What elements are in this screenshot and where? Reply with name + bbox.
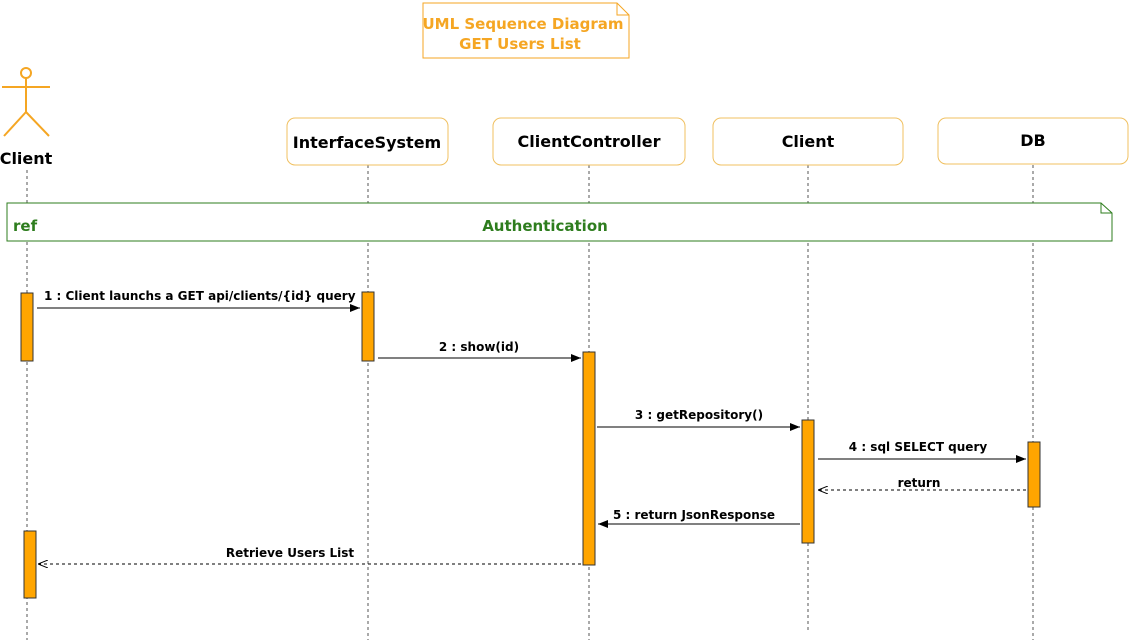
actor-head-icon (20, 67, 32, 79)
message-return[interactable]: return (818, 476, 1026, 490)
participant-clientcontroller-label: ClientController (518, 132, 661, 151)
participant-db-label: DB (1020, 131, 1045, 150)
actor-client[interactable] (2, 67, 50, 137)
message-5-label: 5 : return JsonResponse (613, 508, 775, 522)
activation-bars (20, 291, 1041, 599)
message-3[interactable]: 3 : getRepository() (597, 408, 800, 431)
message-2[interactable]: 2 : show(id) (378, 340, 581, 362)
participant-client[interactable]: Client (712, 117, 904, 166)
activation-db (1027, 441, 1041, 508)
ref-fragment-authentication[interactable]: ref Authentication (6, 202, 1113, 242)
activation-clientcontroller (582, 351, 596, 566)
diagram-title-line1: UML Sequence Diagram (422, 15, 623, 33)
ref-fragment-operator: ref (13, 217, 38, 235)
message-retrieve[interactable]: Retrieve Users List (38, 546, 581, 564)
message-1-label: 1 : Client launchs a GET api/clients/{id… (44, 289, 356, 303)
actor-client-label: Client (0, 149, 53, 168)
participant-client-label: Client (782, 132, 835, 151)
diagram-title-line2: GET Users List (459, 35, 581, 53)
message-3-label: 3 : getRepository() (635, 408, 763, 422)
message-1[interactable]: 1 : Client launchs a GET api/clients/{id… (37, 289, 360, 312)
participant-clientcontroller[interactable]: ClientController (492, 117, 686, 166)
participant-db[interactable]: DB (937, 117, 1129, 165)
message-2-label: 2 : show(id) (439, 340, 519, 354)
activation-client-actor-1 (20, 292, 34, 362)
activation-interfacesystem (361, 291, 375, 362)
ref-fragment-name: Authentication (482, 217, 608, 235)
message-4-label: 4 : sql SELECT query (849, 440, 988, 454)
activation-client-actor-2 (23, 530, 37, 599)
participant-interfacesystem[interactable]: InterfaceSystem (286, 117, 449, 166)
message-5[interactable]: 5 : return JsonResponse (598, 508, 800, 528)
message-return-label: return (898, 476, 941, 490)
diagram-title-note: UML Sequence Diagram GET Users List (422, 2, 630, 59)
message-retrieve-label: Retrieve Users List (226, 546, 355, 560)
activation-client (801, 419, 815, 544)
participant-interfacesystem-label: InterfaceSystem (293, 133, 441, 152)
message-4[interactable]: 4 : sql SELECT query (818, 440, 1026, 463)
